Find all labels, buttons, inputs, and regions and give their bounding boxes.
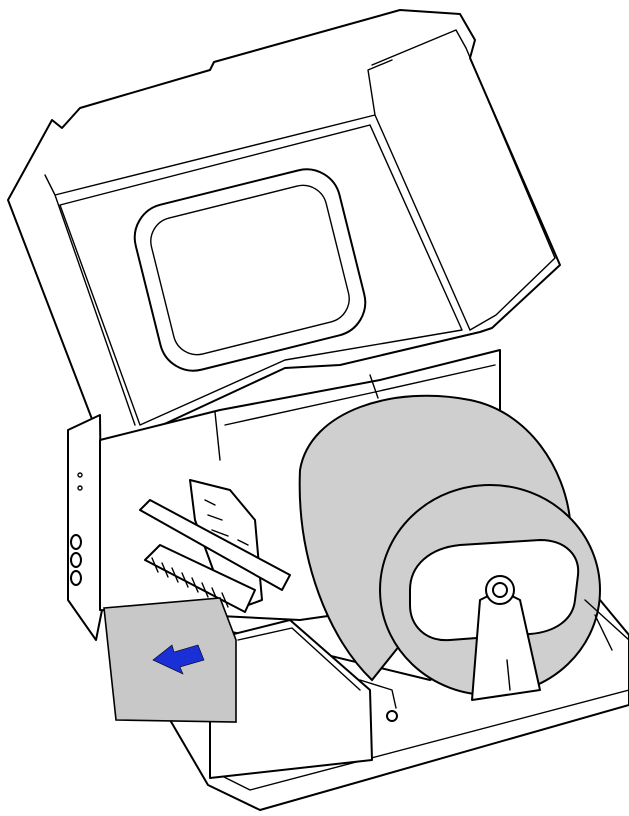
guide-screw xyxy=(386,710,398,722)
printer-lid xyxy=(7,9,561,441)
media-guide-edge xyxy=(584,599,629,651)
side-indicator-2 xyxy=(77,485,83,491)
side-button-1 xyxy=(70,534,82,550)
tear-bar xyxy=(144,544,256,613)
print-mechanism xyxy=(139,479,398,779)
holder-slot xyxy=(506,659,511,691)
media-guide-block xyxy=(209,619,373,779)
left-side-panel xyxy=(67,414,103,641)
tear-bar-teeth xyxy=(151,557,229,608)
lid-rim xyxy=(44,59,471,426)
left-arrow-icon xyxy=(152,644,205,675)
lid-window-outer xyxy=(133,168,367,372)
lid-right-fold xyxy=(371,29,556,331)
platen-rod xyxy=(139,499,291,591)
spindle-hub xyxy=(492,582,508,598)
side-button-2 xyxy=(70,552,82,568)
guide-block-top xyxy=(237,627,361,691)
media-roll xyxy=(298,394,629,701)
release-lever xyxy=(359,679,397,709)
back-wall-ridge xyxy=(214,364,496,461)
lid-inner-edge xyxy=(59,124,463,426)
side-indicator-1 xyxy=(77,472,83,478)
side-button-3 xyxy=(70,570,82,586)
lid-window-inner xyxy=(150,184,350,356)
bracket-slots xyxy=(204,499,253,567)
